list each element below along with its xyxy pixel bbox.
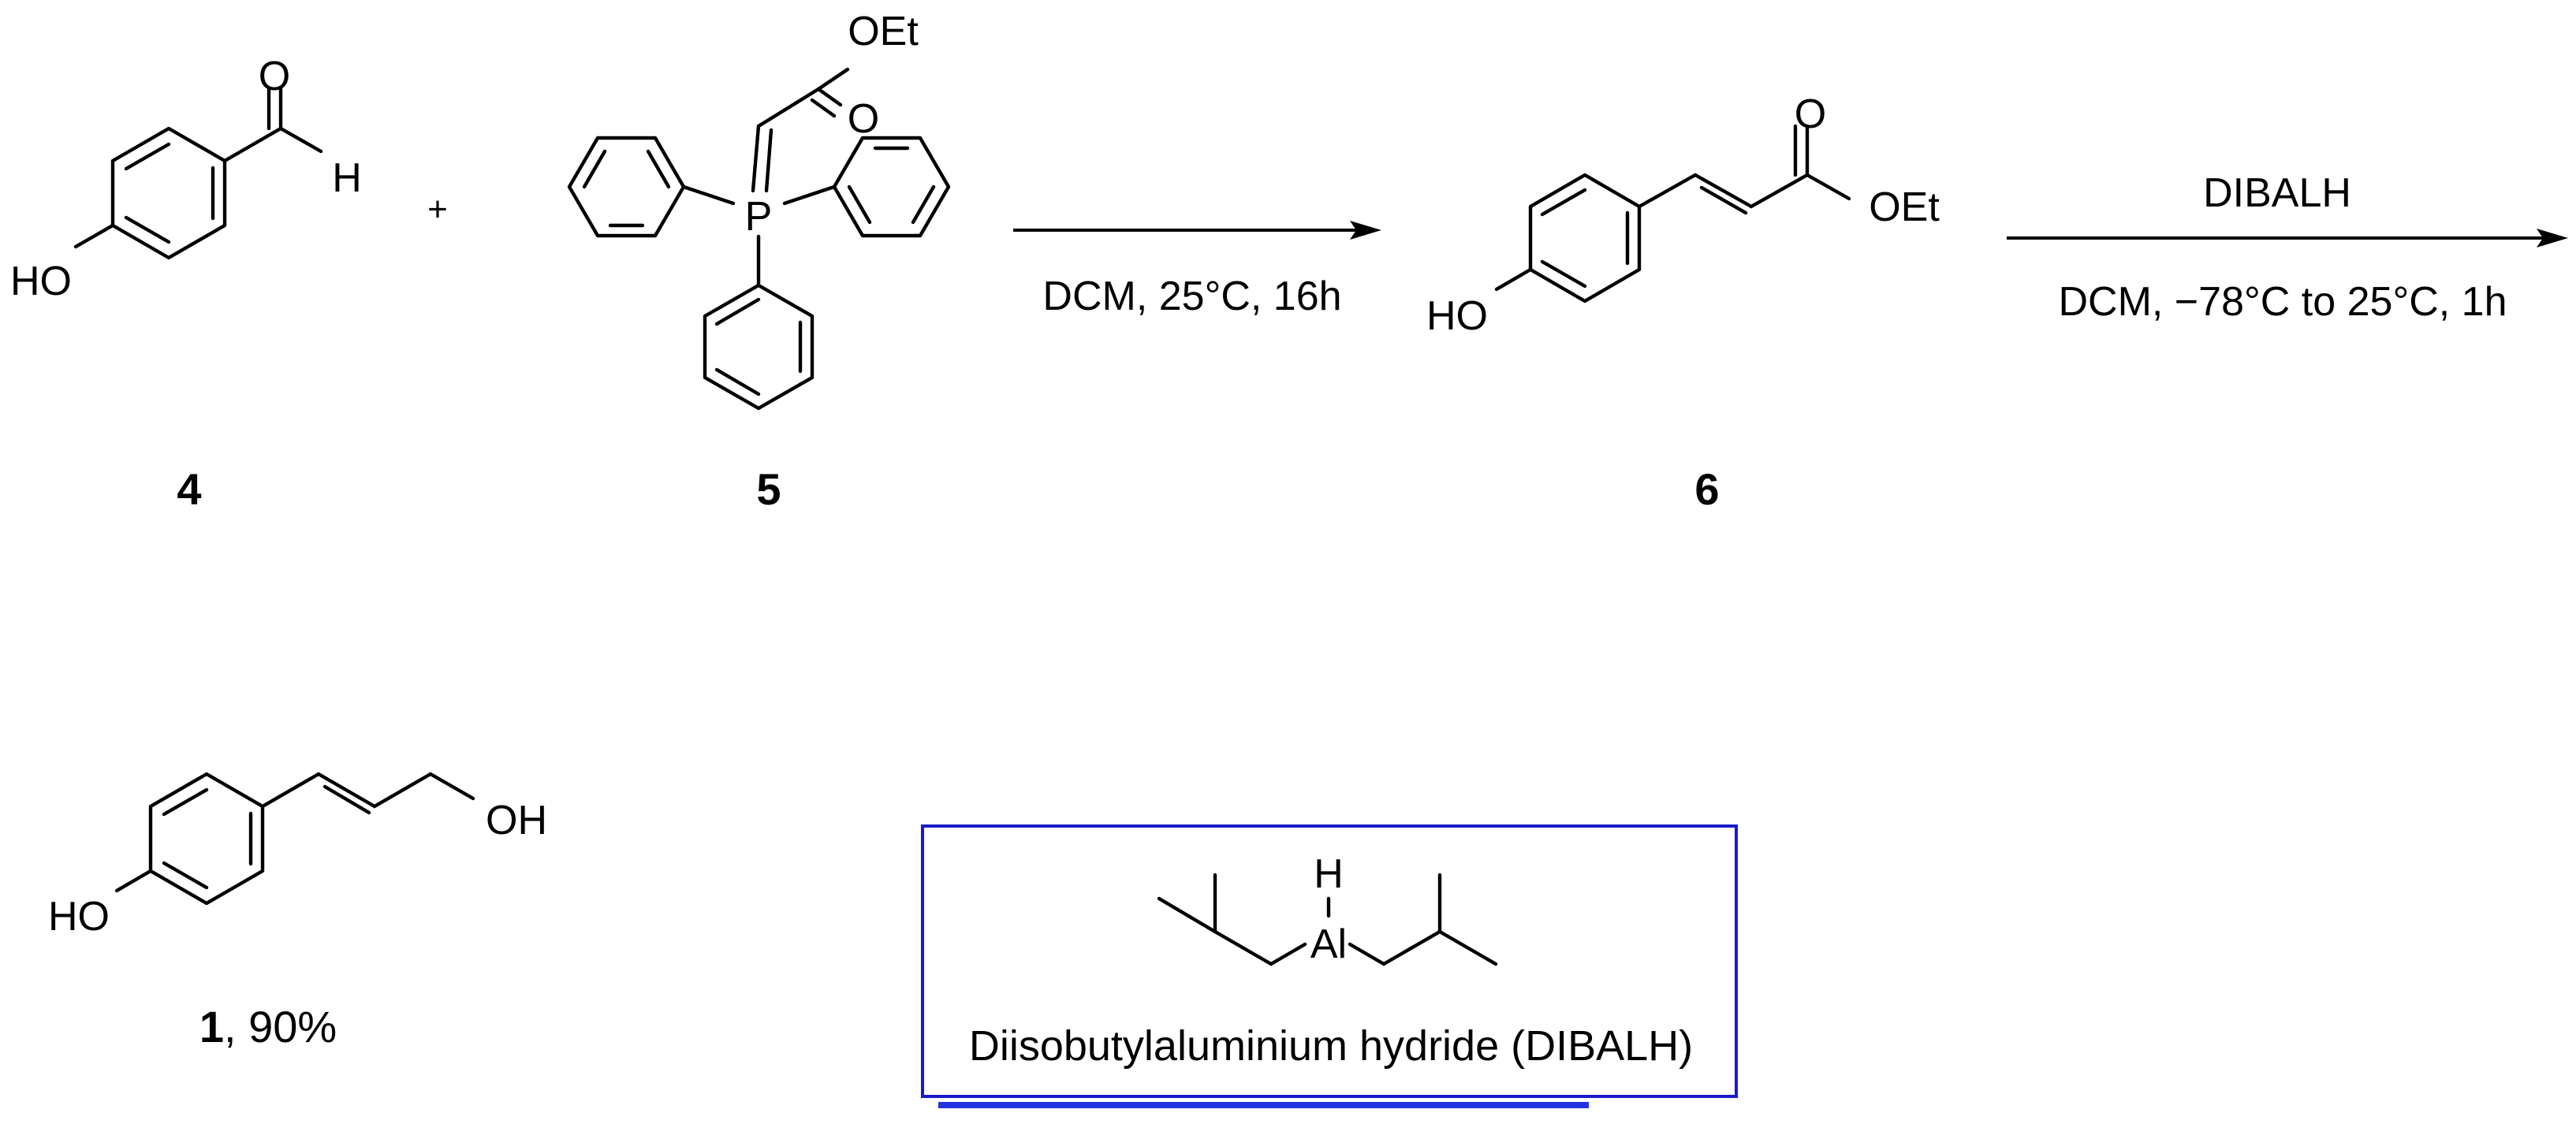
bond (1749, 173, 1810, 209)
bond (222, 126, 283, 163)
alkene-bond (1699, 185, 1748, 215)
bond (1637, 173, 1698, 209)
atom-label: HO (10, 259, 72, 304)
compound-label: 5 (756, 464, 781, 514)
atom-label: O (259, 54, 290, 99)
atom-label: O (1795, 91, 1826, 137)
bond (1494, 267, 1533, 292)
reagent-caption: Diisobutylaluminium hydride (DIBALH) (969, 1022, 1693, 1070)
atom-label: OEt (1869, 184, 1940, 230)
atom-label: OH (486, 798, 547, 843)
alkene-bond (1693, 173, 1754, 209)
compound-1-structure: OH HO (48, 772, 547, 940)
benzene-ring (1528, 173, 1642, 303)
bond (73, 223, 115, 249)
step-2-reagent: DIBALH (2203, 170, 2351, 216)
bond (816, 67, 850, 91)
benzene-ring (110, 126, 227, 260)
carbonyl-bond (816, 87, 843, 107)
atom-label: HO (48, 894, 110, 940)
carbonyl-bond (810, 98, 837, 118)
bond (782, 184, 837, 206)
atom-label: Al (1310, 921, 1347, 967)
ylide-bond (764, 128, 774, 193)
compound-label: 6 (1694, 464, 1719, 514)
atom-label: H (332, 155, 362, 201)
ylide-bond (751, 124, 761, 193)
bond (260, 772, 321, 809)
compound-1-label: 1, 90% (199, 1002, 337, 1051)
bond (428, 772, 475, 801)
bond (681, 184, 736, 206)
compound-4-structure: O H HO (10, 54, 362, 304)
step-1-conditions: DCM, 25°C, 16h (1042, 274, 1341, 319)
dibalh-structure: H Al (1157, 851, 1498, 967)
atom-label: HO (1426, 293, 1488, 339)
bond (1805, 173, 1851, 201)
phenyl-ring-left (567, 136, 686, 238)
bond (114, 869, 153, 893)
compound-label: 4 (177, 464, 201, 514)
benzene-ring (148, 772, 265, 906)
alkene-bond (322, 784, 371, 815)
box-border (921, 824, 1738, 1098)
dibalh-reagent-box: H Al Diisobutylaluminium hydride (DIBALH… (921, 824, 1738, 1098)
phenyl-ring-right (832, 136, 951, 238)
compound-5-structure: OEt O P (567, 9, 951, 411)
compound-6-structure: O OEt HO (1426, 91, 1940, 339)
atom-label: H (1314, 851, 1344, 897)
atom-label: P (745, 194, 773, 240)
alkene-bond (316, 772, 377, 809)
reaction-arrow-1 (1013, 221, 1381, 240)
bond (756, 87, 821, 128)
bond (372, 772, 433, 809)
bond (278, 126, 323, 154)
atom-label: OEt (848, 9, 919, 54)
reaction-arrow-2 (2007, 229, 2568, 248)
atom-label: O (848, 96, 879, 142)
plus-sign: + (427, 190, 448, 229)
phenyl-ring-bottom (703, 283, 815, 411)
step-2-conditions: DCM, −78°C to 25°C, 1h (2058, 279, 2507, 325)
